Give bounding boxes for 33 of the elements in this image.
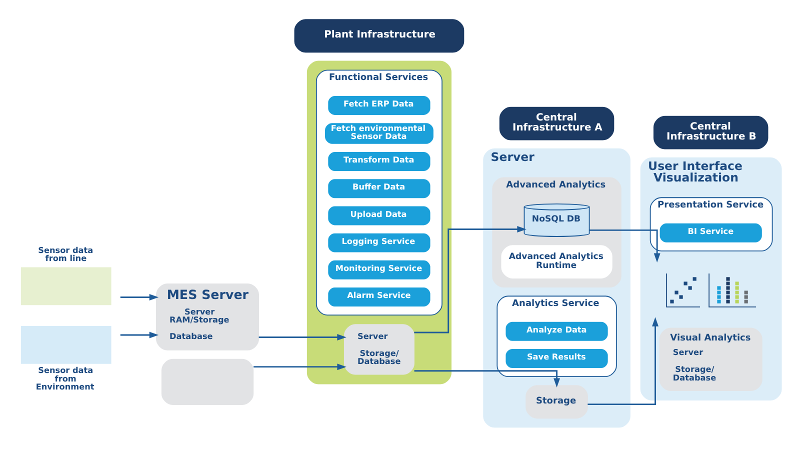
node-box: Visual Analytics Server Storage/ Database [659,327,762,391]
arrow [120,331,159,338]
node-box: Alarm Service [328,287,430,306]
node-box: Storage [526,384,588,418]
node-label: Sensor data from line [38,244,94,263]
arrow [414,370,560,387]
arrow [258,334,346,340]
node-box [20,266,112,305]
node-label: Sensor data from Environment [36,364,94,391]
node-box: MES Server Server RAM/Storage Database [156,282,260,350]
node-box: Save Results [506,348,608,368]
arrow [589,228,660,262]
node-box [20,325,112,364]
cluster [306,60,452,384]
arrow [254,363,346,370]
arrow [120,294,159,300]
node-box [161,358,254,405]
node-box: Upload Data [328,206,430,225]
node-box: Transform Data [328,152,430,170]
node-box: Advanced Analytics Runtime [501,244,612,278]
node-box: Fetch environmental Sensor Data [325,122,434,144]
node-box: Server Storage/ Database [344,324,414,374]
node-box: BI Service [660,222,762,242]
node-box: Logging Service [328,232,430,252]
node-box: Monitoring Service [328,260,430,279]
node-box: Fetch ERP Data [328,95,430,114]
arrow [414,226,526,333]
node-box: Plant Infrastructure [294,18,464,52]
node-box: Central Infrastructure B [653,115,768,149]
arrow [588,316,658,405]
node-box: Analyze Data [506,321,608,340]
node-box: Buffer Data [328,178,430,198]
node-box: Central Infrastructure A [499,106,614,140]
